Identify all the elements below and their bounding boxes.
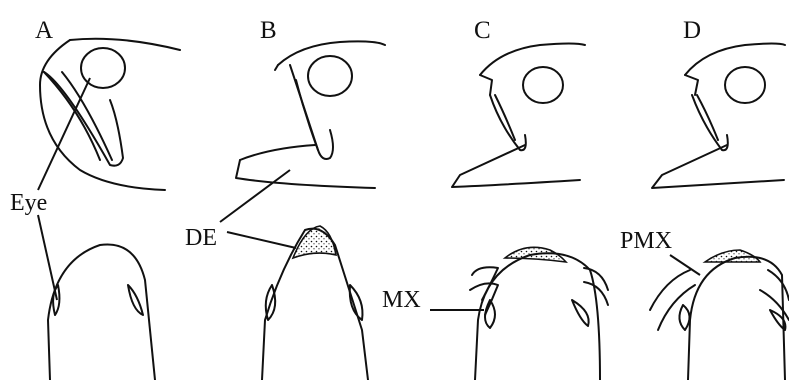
panel-b-lateral-head: [236, 41, 385, 188]
eye-c-lateral: [523, 67, 563, 103]
premaxilla-b: [293, 226, 336, 258]
premaxilla-d: [705, 250, 760, 262]
leader-dentary-lateral: [220, 170, 290, 222]
panel-letter-d: D: [683, 17, 701, 44]
panel-c-ventral-head: [470, 247, 608, 380]
label-premaxilla: PMX: [620, 228, 672, 254]
label-eye: Eye: [10, 190, 47, 216]
eye-b-lateral: [308, 56, 352, 96]
leader-dentary-ventral: [227, 232, 296, 248]
panel-d-lateral-head: [652, 44, 785, 189]
leader-eye-ventral: [38, 215, 57, 300]
dentary-b: [236, 160, 375, 188]
premaxilla-c: [505, 247, 566, 262]
panel-b-ventral-head: [262, 226, 368, 380]
panel-letter-a: A: [35, 17, 53, 44]
panel-d-ventral-head: [650, 250, 789, 380]
eye-d-lateral: [725, 67, 765, 103]
panel-a-ventral-head: [48, 244, 155, 380]
dentary-d: [652, 145, 784, 188]
panel-letter-b: B: [260, 17, 277, 44]
panel-letter-c: C: [474, 17, 491, 44]
label-maxilla: MX: [382, 287, 421, 313]
panel-c-lateral-head: [452, 44, 585, 188]
panel-a-lateral-head: [40, 39, 180, 190]
dentary-c: [452, 145, 580, 187]
label-dentary: DE: [185, 225, 217, 251]
